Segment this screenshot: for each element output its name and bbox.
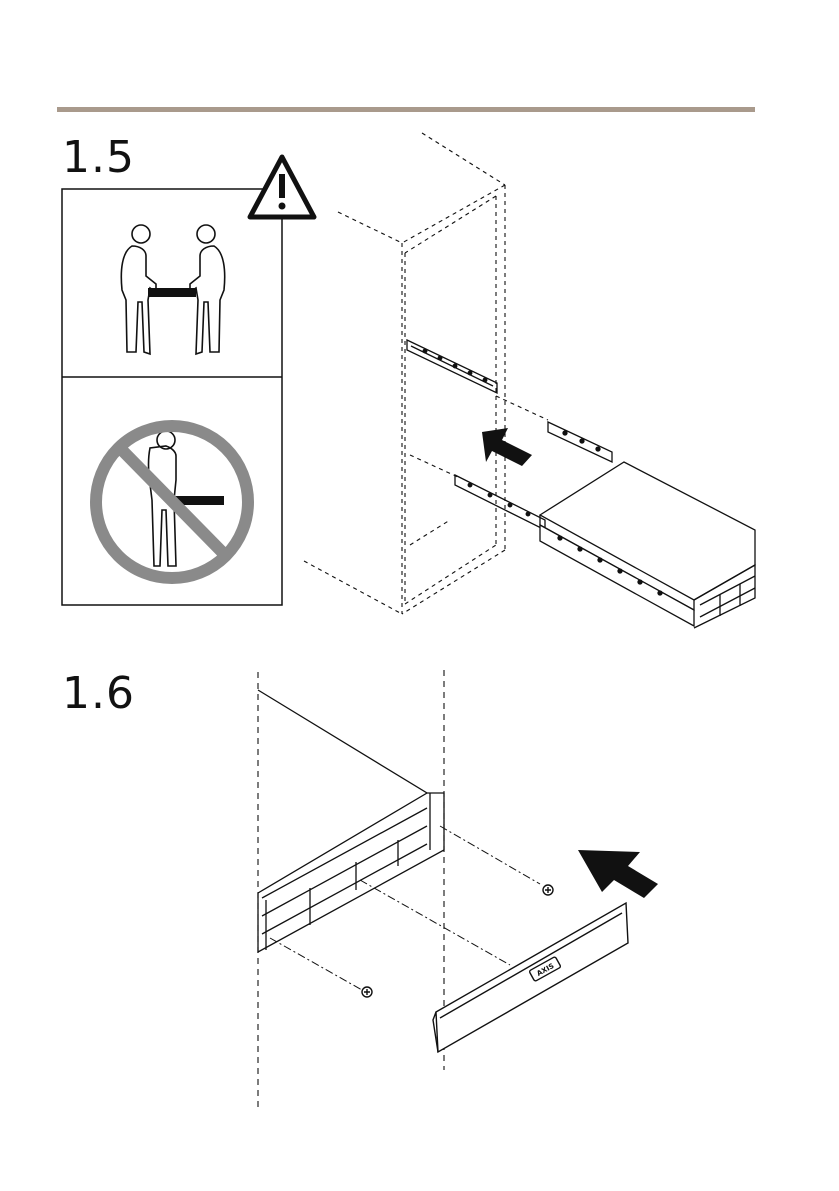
insert-arrow-icon (578, 850, 658, 898)
insert-arrow-icon (482, 428, 532, 466)
rack-rail-upper (407, 340, 497, 393)
front-bezel (433, 903, 628, 1052)
no-single-person-lift-icon (96, 426, 248, 578)
rack-posts-1-6 (258, 670, 444, 1110)
rack-rail-lower (455, 475, 545, 530)
server-unit-1-6 (258, 690, 444, 952)
server-unit-1-5 (540, 422, 755, 628)
rack-outline (304, 133, 548, 614)
two-person-lift-icon (121, 225, 224, 354)
lifting-instruction-panel (62, 189, 282, 605)
warning-icon (250, 157, 314, 217)
